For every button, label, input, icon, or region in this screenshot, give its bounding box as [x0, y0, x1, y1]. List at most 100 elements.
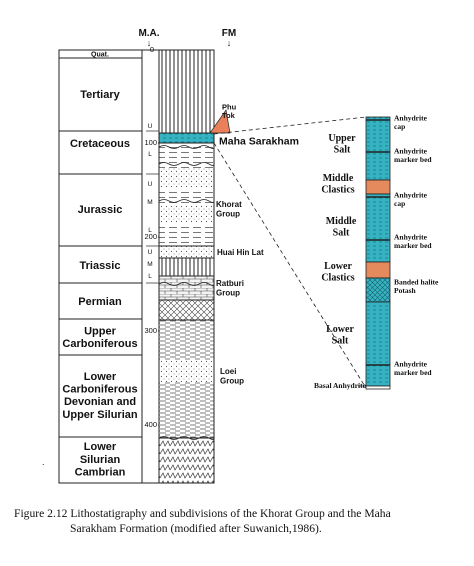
text-line: Middle [323, 173, 354, 184]
text-line: Upper [84, 326, 117, 338]
text-line: Ratburi [216, 279, 244, 288]
text-line: Anhydrite [394, 113, 428, 122]
age-tick-label: 200 [144, 232, 157, 241]
text-line: Clastics [321, 184, 354, 195]
text-line: Group [216, 288, 240, 297]
period-label-quat: Quat. [91, 52, 109, 59]
epoch-mark: U [148, 181, 153, 188]
text-line: Potash [394, 286, 416, 295]
age-tick-label: 100 [144, 138, 157, 147]
period-label-triassic: Triassic [80, 260, 121, 272]
phu-tok-layer [209, 109, 231, 134]
text-line: Huai Hin Lat [217, 248, 264, 257]
maha-sarakham-detail-column [365, 116, 391, 390]
stray-mark: . [42, 457, 45, 467]
ma-arrow-icon: ↓ [147, 38, 152, 48]
caption-line-1: Figure 2.12 Lithostatigraphy and subdivi… [14, 507, 391, 520]
text-line: Upper [328, 133, 356, 144]
text-line: Devonian and [64, 396, 136, 408]
text-line: Anhydrite [394, 359, 428, 368]
text-line: Lower [84, 371, 117, 383]
text-line: Anhydrite [394, 232, 428, 241]
epoch-mark: M [147, 261, 152, 268]
period-table [58, 49, 160, 484]
text-line: cap [394, 199, 405, 208]
text-line: Phu [222, 102, 237, 111]
text-line: Lower [324, 261, 352, 272]
text-line: Salt [334, 144, 351, 155]
text-line: Khorat [216, 200, 242, 209]
text-line: Salt [333, 227, 350, 238]
fm-arrow-icon: ↓ [227, 38, 232, 48]
text-line: Upper Silurian [62, 409, 137, 421]
text-line: Banded halite [394, 277, 439, 286]
fm-header: FM [222, 28, 236, 39]
text-line: Group [220, 376, 244, 385]
text-line: Cretaceous [70, 138, 130, 150]
text-line: cap [394, 122, 405, 131]
text-line: Permian [78, 296, 122, 308]
text-line: marker bed [394, 155, 432, 164]
text-line: Anhydrite [394, 190, 428, 199]
epoch-mark: U [148, 123, 153, 130]
epoch-mark: M [147, 199, 152, 206]
age-tick-label: 400 [144, 420, 157, 429]
epoch-mark: L [148, 227, 152, 234]
epoch-marks: U L U M L U M L [147, 123, 152, 280]
text-line: Salt [332, 335, 349, 346]
figure-caption: Figure 2.12 Lithostatigraphy and subdivi… [14, 506, 464, 536]
text-line: Jurassic [78, 204, 123, 216]
period-label-tertiary: Tertiary [80, 89, 120, 101]
period-label-permian: Permian [78, 296, 122, 308]
text-line: Clastics [321, 272, 354, 283]
text-line: Middle [326, 216, 357, 227]
epoch-mark: U [148, 249, 153, 256]
epoch-mark: L [148, 151, 152, 158]
text-line: Anhydrite [394, 146, 428, 155]
text-line: Quat. [91, 52, 109, 59]
formation-label-huai-hin-lat: Huai Hin Lat [217, 248, 264, 257]
period-label-jurassic: Jurassic [78, 204, 123, 216]
ma-header: M.A. [138, 28, 159, 39]
text-line: Maha Sarakham [219, 136, 299, 148]
expansion-line-bottom [213, 142, 367, 389]
text-line: Cambrian [75, 467, 126, 479]
text-line: Silurian [80, 454, 121, 466]
text-line: Group [216, 209, 240, 218]
text-line: marker bed [394, 241, 432, 250]
age-tick-label: 0 [150, 45, 154, 54]
maha-sarakham-salt-layer [158, 132, 215, 144]
text-line: marker bed [394, 368, 432, 377]
text-line: Loei [220, 367, 236, 376]
epoch-mark: L [148, 273, 152, 280]
text-line: Triassic [80, 260, 121, 272]
text-line: Carboniferous [62, 384, 137, 396]
text-line: Carboniferous [62, 338, 137, 350]
detail-label-basal-anhydrite: Basal Anhydrite [314, 381, 367, 390]
caption-line-2: Sarakham Formation (modified after Suwan… [70, 522, 322, 535]
text-line: Tok [222, 111, 236, 120]
period-label-cretaceous: Cretaceous [70, 138, 130, 150]
stratigraphic-column-figure: M.A. ↓ FM ↓ Quat. Tertiary Cretaceous Ju… [42, 28, 439, 484]
lithologic-column [158, 49, 215, 484]
age-ticks: 0 100 200 300 400 [144, 45, 157, 429]
text-line: Tertiary [80, 89, 120, 101]
